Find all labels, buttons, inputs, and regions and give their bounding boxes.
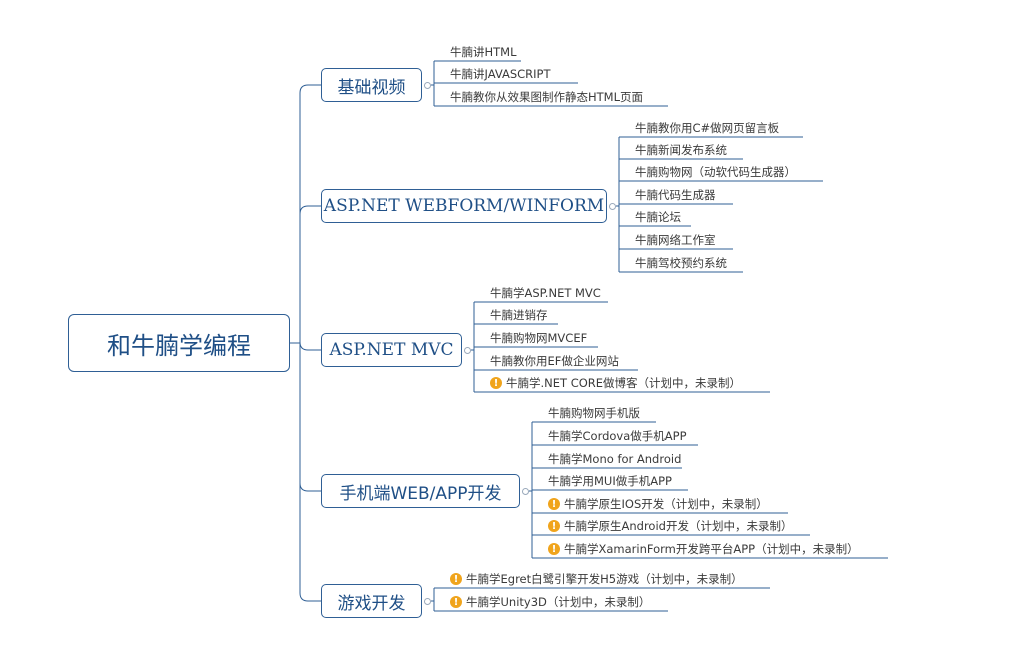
leaf-label: 牛腩学Mono for Android [548, 452, 682, 466]
branch-connector [299, 205, 321, 215]
collapse-toggle-icon[interactable] [609, 202, 616, 210]
leaf-item[interactable]: 牛腩学Mono for Android [548, 450, 681, 468]
collapse-toggle-icon[interactable] [424, 81, 431, 89]
leaf-label: 牛腩网络工作室 [635, 233, 716, 247]
leaf-label: 牛腩学Cordova做手机APP [548, 429, 687, 443]
leaf-item[interactable]: 牛腩讲HTML [450, 43, 517, 61]
exclamation-circle-icon: ! [548, 543, 560, 555]
leaf-label: 牛腩学Unity3D（计划中，未录制） [466, 595, 651, 609]
leaf-item[interactable]: ! 牛腩学Egret白鹭引擎开发H5游戏（计划中，未录制） [450, 570, 743, 588]
leaf-item[interactable]: 牛腩论坛 [635, 208, 681, 226]
branch-node-aspnet-webform[interactable]: ASP.NET WEBFORM/WINFORM [321, 189, 607, 223]
leaf-label: 牛腩学原生IOS开发（计划中，未录制） [564, 497, 768, 511]
exclamation-circle-icon: ! [548, 498, 560, 510]
leaf-item[interactable]: 牛腩购物网MVCEF [490, 329, 587, 347]
leaf-item[interactable]: 牛腩代码生成器 [635, 186, 716, 204]
exclamation-circle-icon: ! [450, 573, 462, 585]
leaf-label: 牛腩驾校预约系统 [635, 256, 727, 270]
exclamation-circle-icon: ! [548, 520, 560, 532]
leaf-item[interactable]: ! 牛腩学Unity3D（计划中，未录制） [450, 593, 650, 611]
leaf-label: 牛腩购物网手机版 [548, 406, 640, 420]
exclamation-circle-icon: ! [450, 596, 462, 608]
leaf-item[interactable]: ! 牛腩学原生Android开发（计划中，未录制） [548, 517, 792, 535]
leaf-label: 牛腩讲HTML [450, 45, 517, 59]
leaf-item[interactable]: 牛腩网络工作室 [635, 231, 716, 249]
branch-label: ASP.NET MVC [329, 340, 454, 360]
leaf-item[interactable]: 牛腩学Cordova做手机APP [548, 427, 687, 445]
leaf-label: 牛腩教你从效果图制作静态HTML页面 [450, 90, 643, 104]
branch-node-basic-video[interactable]: 基础视频 [321, 68, 422, 102]
leaf-label: 牛腩代码生成器 [635, 188, 716, 202]
branch-label: ASP.NET WEBFORM/WINFORM [323, 196, 605, 216]
leaf-label: 牛腩学原生Android开发（计划中，未录制） [564, 519, 793, 533]
leaf-label: 牛腩论坛 [635, 210, 681, 224]
branch-node-aspnet-mvc[interactable]: ASP.NET MVC [321, 333, 462, 367]
collapse-toggle-icon[interactable] [424, 597, 431, 605]
leaf-label: 牛腩学XamarinForm开发跨平台APP（计划中，未录制） [564, 542, 859, 556]
leaf-item[interactable]: ! 牛腩学XamarinForm开发跨平台APP（计划中，未录制） [548, 540, 859, 558]
branch-label: 手机端WEB/APP开发 [339, 483, 502, 504]
leaf-item[interactable]: 牛腩讲JAVASCRIPT [450, 65, 551, 83]
branch-node-game-dev[interactable]: 游戏开发 [321, 584, 422, 618]
leaf-label: 牛腩学Egret白鹭引擎开发H5游戏（计划中，未录制） [466, 572, 743, 586]
leaf-item[interactable]: 牛腩驾校预约系统 [635, 254, 727, 272]
leaf-label: 牛腩学.NET CORE做博客（计划中，未录制） [506, 376, 742, 390]
branch-connector [299, 592, 321, 602]
root-node-label: 和牛腩学编程 [107, 331, 251, 360]
branch-label: 基础视频 [337, 77, 406, 98]
leaf-label: 牛腩购物网（动软代码生成器） [635, 165, 796, 179]
branch-connector [299, 482, 321, 492]
leaf-item[interactable]: ! 牛腩学原生IOS开发（计划中，未录制） [548, 495, 768, 513]
leaf-item[interactable]: 牛腩教你从效果图制作静态HTML页面 [450, 88, 643, 106]
leaf-label: 牛腩教你用EF做企业网站 [490, 354, 619, 368]
leaf-label: 牛腩学ASP.NET MVC [490, 286, 601, 300]
leaf-item[interactable]: 牛腩购物网手机版 [548, 404, 640, 422]
leaf-label: 牛腩新闻发布系统 [635, 143, 727, 157]
collapse-toggle-icon[interactable] [522, 487, 529, 495]
leaf-item[interactable]: 牛腩新闻发布系统 [635, 141, 727, 159]
leaf-item[interactable]: 牛腩教你用C#做网页留言板 [635, 119, 779, 137]
leaf-label: 牛腩讲JAVASCRIPT [450, 67, 551, 81]
leaf-item[interactable]: 牛腩学用MUI做手机APP [548, 472, 672, 490]
branch-connector [299, 84, 321, 94]
leaf-item[interactable]: 牛腩购物网（动软代码生成器） [635, 163, 796, 181]
exclamation-circle-icon: ! [490, 377, 502, 389]
branch-connector [299, 341, 321, 351]
leaf-label: 牛腩进销存 [490, 308, 548, 322]
leaf-label: 牛腩学用MUI做手机APP [548, 474, 672, 488]
leaf-item[interactable]: ! 牛腩学.NET CORE做博客（计划中，未录制） [490, 374, 741, 392]
branch-node-mobile-dev[interactable]: 手机端WEB/APP开发 [321, 474, 520, 508]
leaf-item[interactable]: 牛腩教你用EF做企业网站 [490, 352, 619, 370]
leaf-item[interactable]: 牛腩学ASP.NET MVC [490, 284, 601, 302]
branch-label: 游戏开发 [337, 593, 406, 614]
leaf-label: 牛腩教你用C#做网页留言板 [635, 121, 780, 135]
collapse-toggle-icon[interactable] [464, 346, 471, 354]
leaf-item[interactable]: 牛腩进销存 [490, 306, 548, 324]
root-node[interactable]: 和牛腩学编程 [68, 314, 290, 372]
leaf-label: 牛腩购物网MVCEF [490, 331, 588, 345]
